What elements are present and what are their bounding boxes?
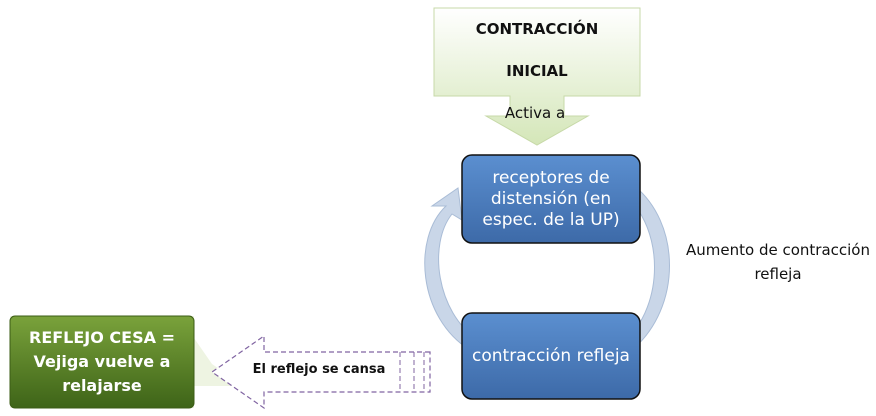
- receptors-box: [461, 154, 641, 244]
- reflex-stops-label: REFLEJO CESA = Vejiga vuelve a relajarse: [29, 328, 175, 395]
- initial-contraction-label: CONTRACCIÓN INICIAL: [475, 20, 599, 80]
- reflex-tires-arrow: [210, 334, 431, 410]
- reflex-contraction-box: [461, 312, 641, 400]
- reflex-tires-label: El reflejo se cansa: [252, 362, 386, 377]
- cycle-arrow-left: [424, 187, 479, 351]
- initial-contraction-callout: [433, 7, 641, 146]
- receptors-label: receptores de distensión (en espec. de l…: [482, 167, 620, 230]
- activates-label: Activa a: [504, 104, 566, 122]
- reflex-stops-box: [9, 315, 195, 409]
- increase-contraction-label: Aumento de contracción refleja: [686, 241, 870, 283]
- reflex-contraction-label: contracción refleja: [472, 346, 630, 366]
